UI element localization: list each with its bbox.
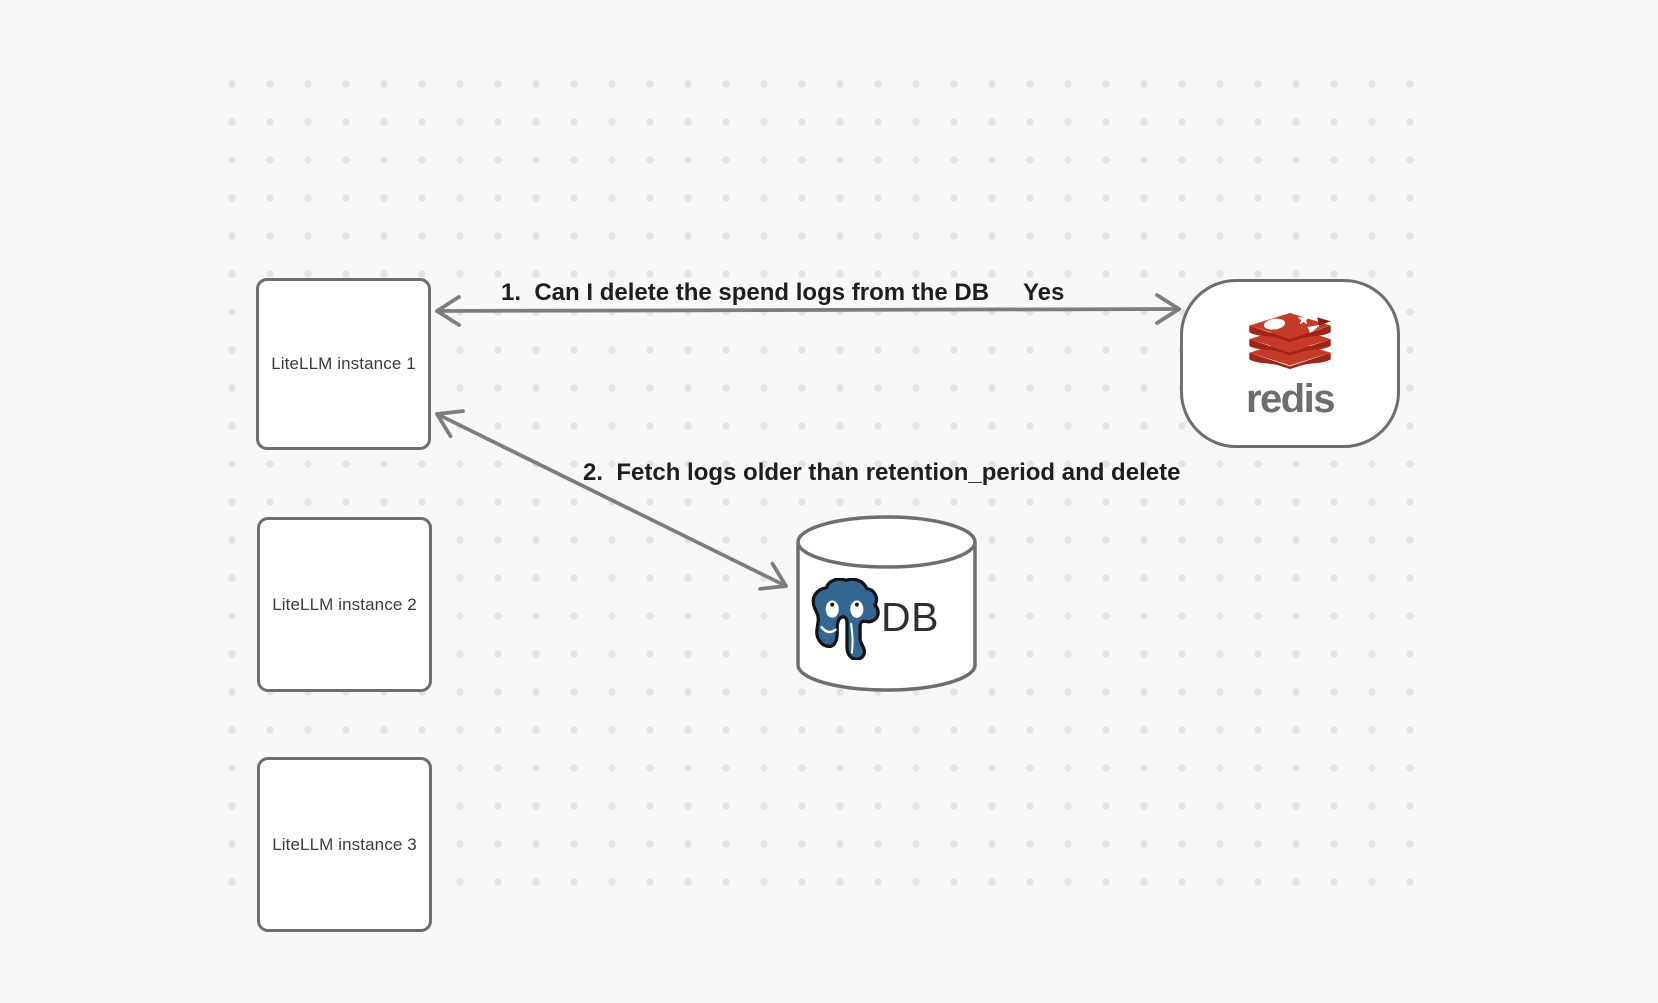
node-litellm-instance-2[interactable]: LiteLLM instance 2 [257,517,432,692]
node-label: LiteLLM instance 1 [271,354,416,373]
arrow-instance1-redis[interactable] [435,293,1181,327]
redis-wordmark: redis [1245,376,1336,421]
node-redis[interactable]: redis [1180,279,1400,448]
edge1-response-label[interactable]: Yes [1023,279,1065,306]
node-label: LiteLLM instance 2 [272,594,417,614]
edge2-fetch-label[interactable]: 2. Fetch logs older than retention_perio… [583,459,1181,486]
postgresql-elephant-icon [811,578,880,660]
db-label: DB [881,594,939,640]
arrow-instance1-db[interactable] [435,409,788,591]
edge1-question-label[interactable]: 1. Can I delete the spend logs from the … [501,279,990,306]
node-label: LiteLLM instance 3 [272,834,417,854]
redis-logo-icon [1249,312,1331,369]
node-litellm-instance-1[interactable]: LiteLLM instance 1 [256,278,431,450]
node-litellm-instance-3[interactable]: LiteLLM instance 3 [257,757,432,932]
